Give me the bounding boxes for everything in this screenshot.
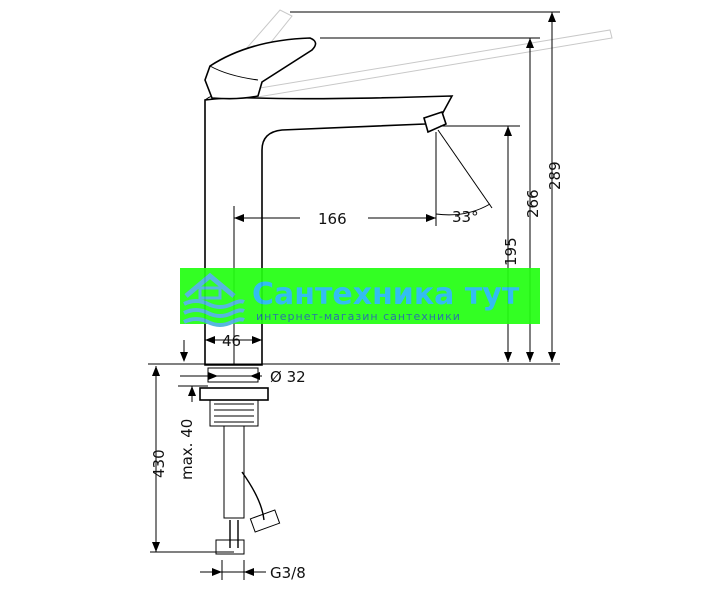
dimension-166-label: 166	[318, 210, 347, 228]
mounting-assembly	[199, 367, 281, 555]
lever-handle	[204, 37, 317, 100]
thread-label: G3/8	[270, 564, 306, 582]
aerator	[423, 110, 447, 134]
dimension-289	[290, 11, 560, 362]
faucet-body	[204, 94, 454, 366]
max-deck-thickness-label: max. 40	[178, 419, 196, 480]
dimension-46-label: 46	[222, 332, 241, 350]
dimension-266-label: 266	[524, 189, 542, 218]
dimension-max-40	[178, 385, 208, 402]
dimension-289-label: 289	[546, 161, 564, 190]
watermark-subtitle: интернет-магазин сантехники	[256, 310, 461, 323]
watermark-banner: Сантехника тут интернет-магазин сантехни…	[180, 268, 540, 327]
dimension-46	[180, 330, 263, 362]
dimension-166	[233, 129, 493, 364]
dimension-thread	[200, 560, 266, 580]
watermark-title: Сантехника тут	[252, 277, 520, 312]
dimension-195-label: 195	[502, 237, 520, 266]
hole-diameter-label: Ø 32	[270, 368, 306, 386]
dimension-430	[150, 366, 234, 553]
dimension-hole-diameter	[180, 372, 262, 380]
spout-angle-label: 33°	[452, 208, 479, 226]
dimension-430-label: 430	[150, 449, 168, 478]
house-logo-icon	[183, 272, 245, 327]
